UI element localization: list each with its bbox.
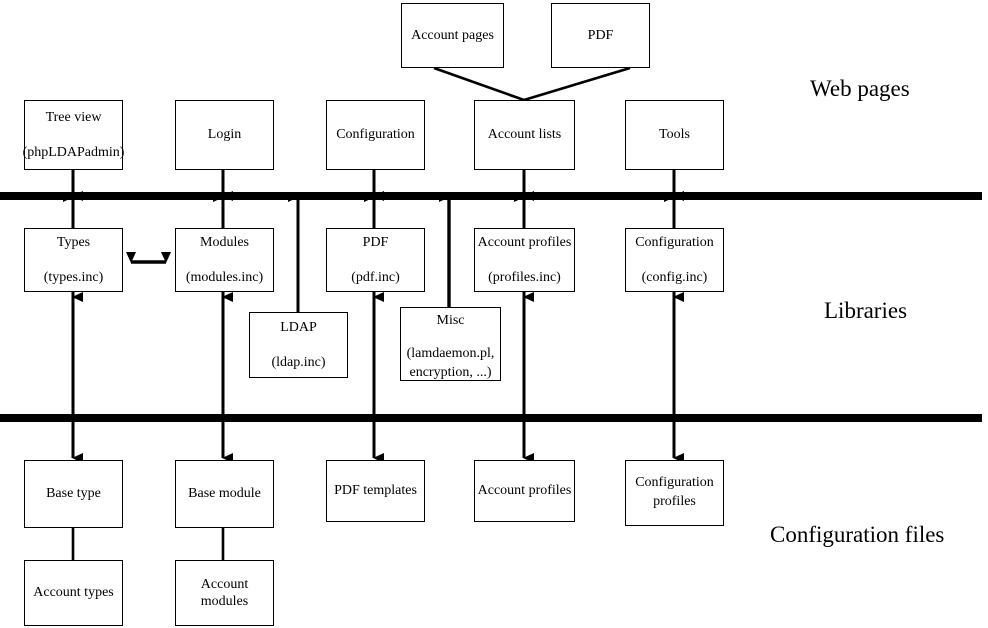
section-label-configuration-files: Configuration files bbox=[770, 522, 945, 547]
node-label: Configuration bbox=[635, 475, 714, 491]
node-pdf-lib[interactable]: PDF (pdf.inc) bbox=[326, 228, 425, 292]
section-label-web-pages: Web pages bbox=[810, 76, 910, 101]
diagonal-connector-pdf bbox=[523, 66, 631, 102]
node-label: LDAP bbox=[280, 319, 317, 335]
node-label: Tree view bbox=[45, 109, 102, 125]
node-sublabel: (types.inc) bbox=[43, 270, 104, 285]
node-label: PDF bbox=[362, 234, 389, 250]
node-label: Misc bbox=[436, 313, 465, 328]
node-account-profiles-files[interactable]: Account profiles bbox=[474, 460, 575, 522]
node-label: Account types bbox=[33, 585, 114, 601]
node-configuration-page[interactable]: Configuration bbox=[326, 100, 425, 170]
node-account-types[interactable]: Account types bbox=[24, 560, 123, 626]
node-sublabel: (phpLDAPadmin) bbox=[22, 145, 125, 160]
node-base-module[interactable]: Base module bbox=[175, 460, 274, 528]
node-modules-lib[interactable]: Modules (modules.inc) bbox=[175, 228, 274, 292]
node-sublabel-2: encryption, ...) bbox=[409, 364, 492, 380]
node-label: Account pages bbox=[411, 27, 494, 43]
node-pdf-source[interactable]: PDF bbox=[551, 3, 650, 68]
node-label: Tools bbox=[659, 127, 690, 143]
separator-bar-bottom bbox=[0, 414, 982, 422]
node-ldap-lib[interactable]: LDAP (ldap.inc) bbox=[249, 312, 348, 378]
node-label: Account lists bbox=[487, 127, 562, 143]
node-sublabel: (modules.inc) bbox=[185, 270, 264, 285]
node-base-type[interactable]: Base type bbox=[24, 460, 123, 528]
node-label: Base type bbox=[46, 486, 101, 502]
node-label: PDF bbox=[587, 27, 614, 43]
node-account-modules[interactable]: Account modules bbox=[175, 560, 274, 626]
node-sublabel: (ldap.inc) bbox=[271, 355, 326, 370]
node-pdf-templates[interactable]: PDF templates bbox=[326, 460, 425, 522]
section-label-libraries: Libraries bbox=[824, 298, 908, 323]
node-misc-lib[interactable]: Misc (lamdaemon.pl, encryption, ...) bbox=[400, 307, 501, 381]
node-sublabel: profiles bbox=[653, 494, 696, 509]
diagonal-connector-account-pages bbox=[433, 66, 525, 102]
node-sublabel: (pdf.inc) bbox=[351, 270, 400, 285]
node-tools[interactable]: Tools bbox=[625, 100, 724, 170]
node-account-lists[interactable]: Account lists bbox=[474, 100, 575, 170]
node-label: Account profiles bbox=[477, 483, 572, 499]
node-account-profiles-lib[interactable]: Account profiles (profiles.inc) bbox=[474, 228, 575, 292]
node-label: Account modules bbox=[200, 576, 249, 610]
node-tree-view[interactable]: Tree view (phpLDAPadmin) bbox=[22, 100, 125, 170]
node-label: Login bbox=[207, 127, 242, 143]
node-account-pages[interactable]: Account pages bbox=[401, 3, 504, 68]
node-label: Configuration bbox=[336, 127, 415, 143]
node-label: Account profiles bbox=[477, 234, 572, 250]
node-configuration-lib[interactable]: Configuration (config.inc) bbox=[625, 228, 724, 292]
node-sublabel: (profiles.inc) bbox=[488, 270, 561, 285]
node-label: Types bbox=[56, 234, 91, 250]
node-label: Configuration bbox=[635, 234, 714, 250]
node-configuration-profiles-files[interactable]: Configuration profiles bbox=[625, 460, 724, 526]
node-label: Base module bbox=[188, 486, 261, 502]
separator-bar-top bbox=[0, 192, 982, 200]
node-label: Modules bbox=[200, 234, 249, 250]
node-types-lib[interactable]: Types (types.inc) bbox=[24, 228, 123, 292]
node-login[interactable]: Login bbox=[175, 100, 274, 170]
node-label: PDF templates bbox=[334, 483, 417, 499]
node-sublabel: (lamdaemon.pl, bbox=[406, 345, 495, 361]
node-sublabel: (config.inc) bbox=[641, 270, 708, 285]
